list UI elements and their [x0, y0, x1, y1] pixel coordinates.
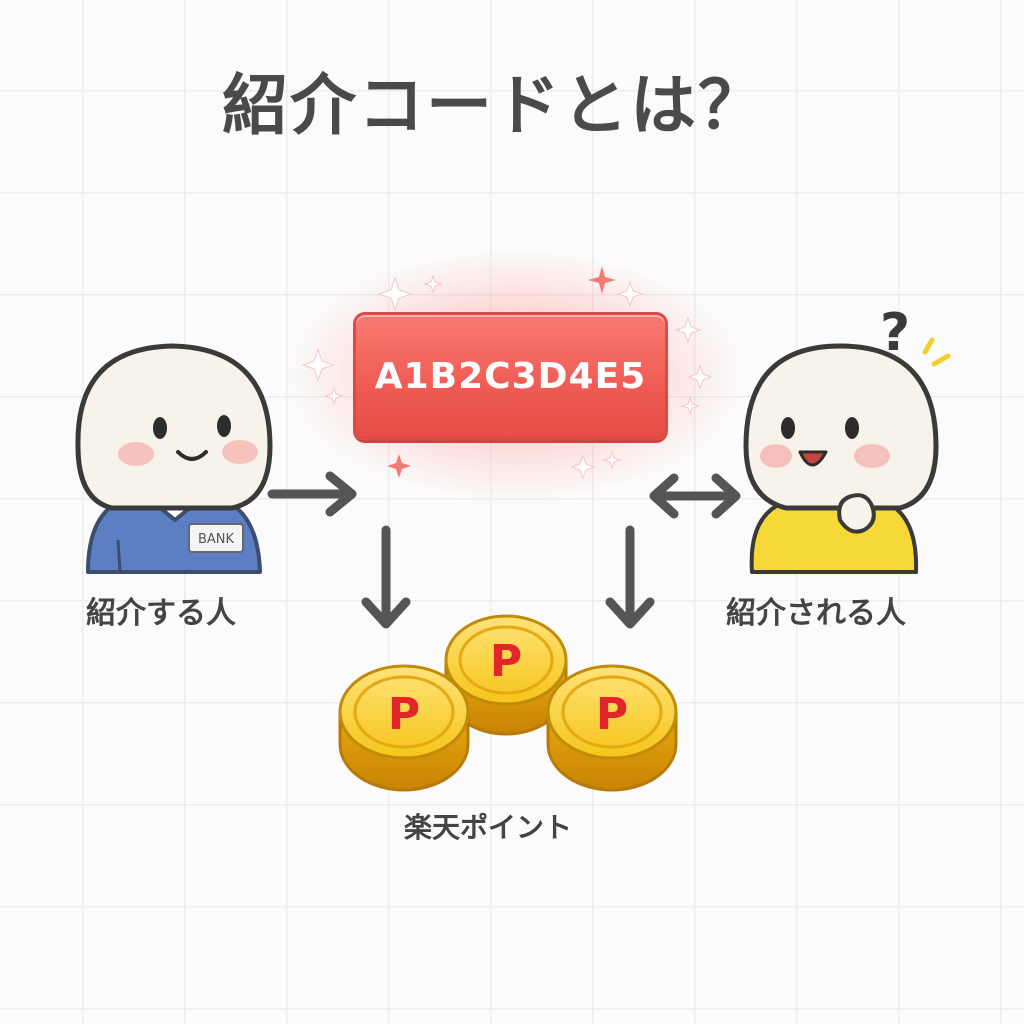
sparkle-icon: [674, 316, 702, 344]
arrow-right-icon: [267, 471, 357, 517]
referrer-eye: [217, 415, 231, 437]
page-title: 紹介コードとは？: [222, 67, 766, 144]
referee-head: [743, 343, 939, 511]
arrow-down-icon: [605, 525, 655, 629]
coin-icon: P: [546, 664, 678, 792]
referrer-head: [75, 343, 273, 511]
referral-code: A1B2C3D4E5: [374, 355, 647, 397]
referrer-eye: [153, 417, 167, 439]
referee-eye: [781, 417, 795, 439]
referee-label: 紹介される人: [726, 596, 906, 631]
referrer-label: 紹介する人: [86, 596, 236, 631]
referee-mouth: [798, 450, 828, 467]
sparkle-icon: [602, 450, 622, 470]
referee-hand: [837, 493, 876, 534]
coin-letter: P: [490, 636, 522, 687]
coin-icon: P: [444, 614, 568, 736]
sparkle-icon: [423, 274, 443, 294]
sparkle-icon: [588, 266, 616, 294]
coin-icon: P: [338, 664, 470, 792]
bank-badge-text: BANK: [198, 532, 235, 547]
sparkle-icon: [377, 276, 413, 312]
coin-letter: P: [596, 689, 628, 740]
coin-letter: P: [388, 689, 420, 740]
sparkle-icon: [680, 396, 700, 416]
bank-badge: [188, 523, 244, 553]
referee-cheek: [760, 444, 792, 468]
referral-code-box: A1B2C3D4E5: [353, 312, 668, 440]
question-mark-icon: ?: [880, 303, 910, 363]
referee-eye: [845, 417, 859, 439]
referee-cheek: [854, 444, 890, 468]
sparkle-icon: [616, 280, 644, 308]
points-label: 楽天ポイント: [404, 811, 573, 844]
referrer-mouth: [176, 450, 208, 461]
sparkle-icon: [687, 364, 713, 390]
arrow-down-icon: [361, 525, 411, 629]
sparkle-icon: [324, 386, 344, 406]
arrow-bidirectional-icon: [649, 473, 741, 519]
referrer-cheek: [118, 442, 154, 466]
sparkle-icon: [570, 454, 596, 480]
referrer-cheek: [222, 440, 258, 464]
sparkle-icon: [387, 454, 411, 478]
sparkle-icon: [301, 348, 335, 382]
